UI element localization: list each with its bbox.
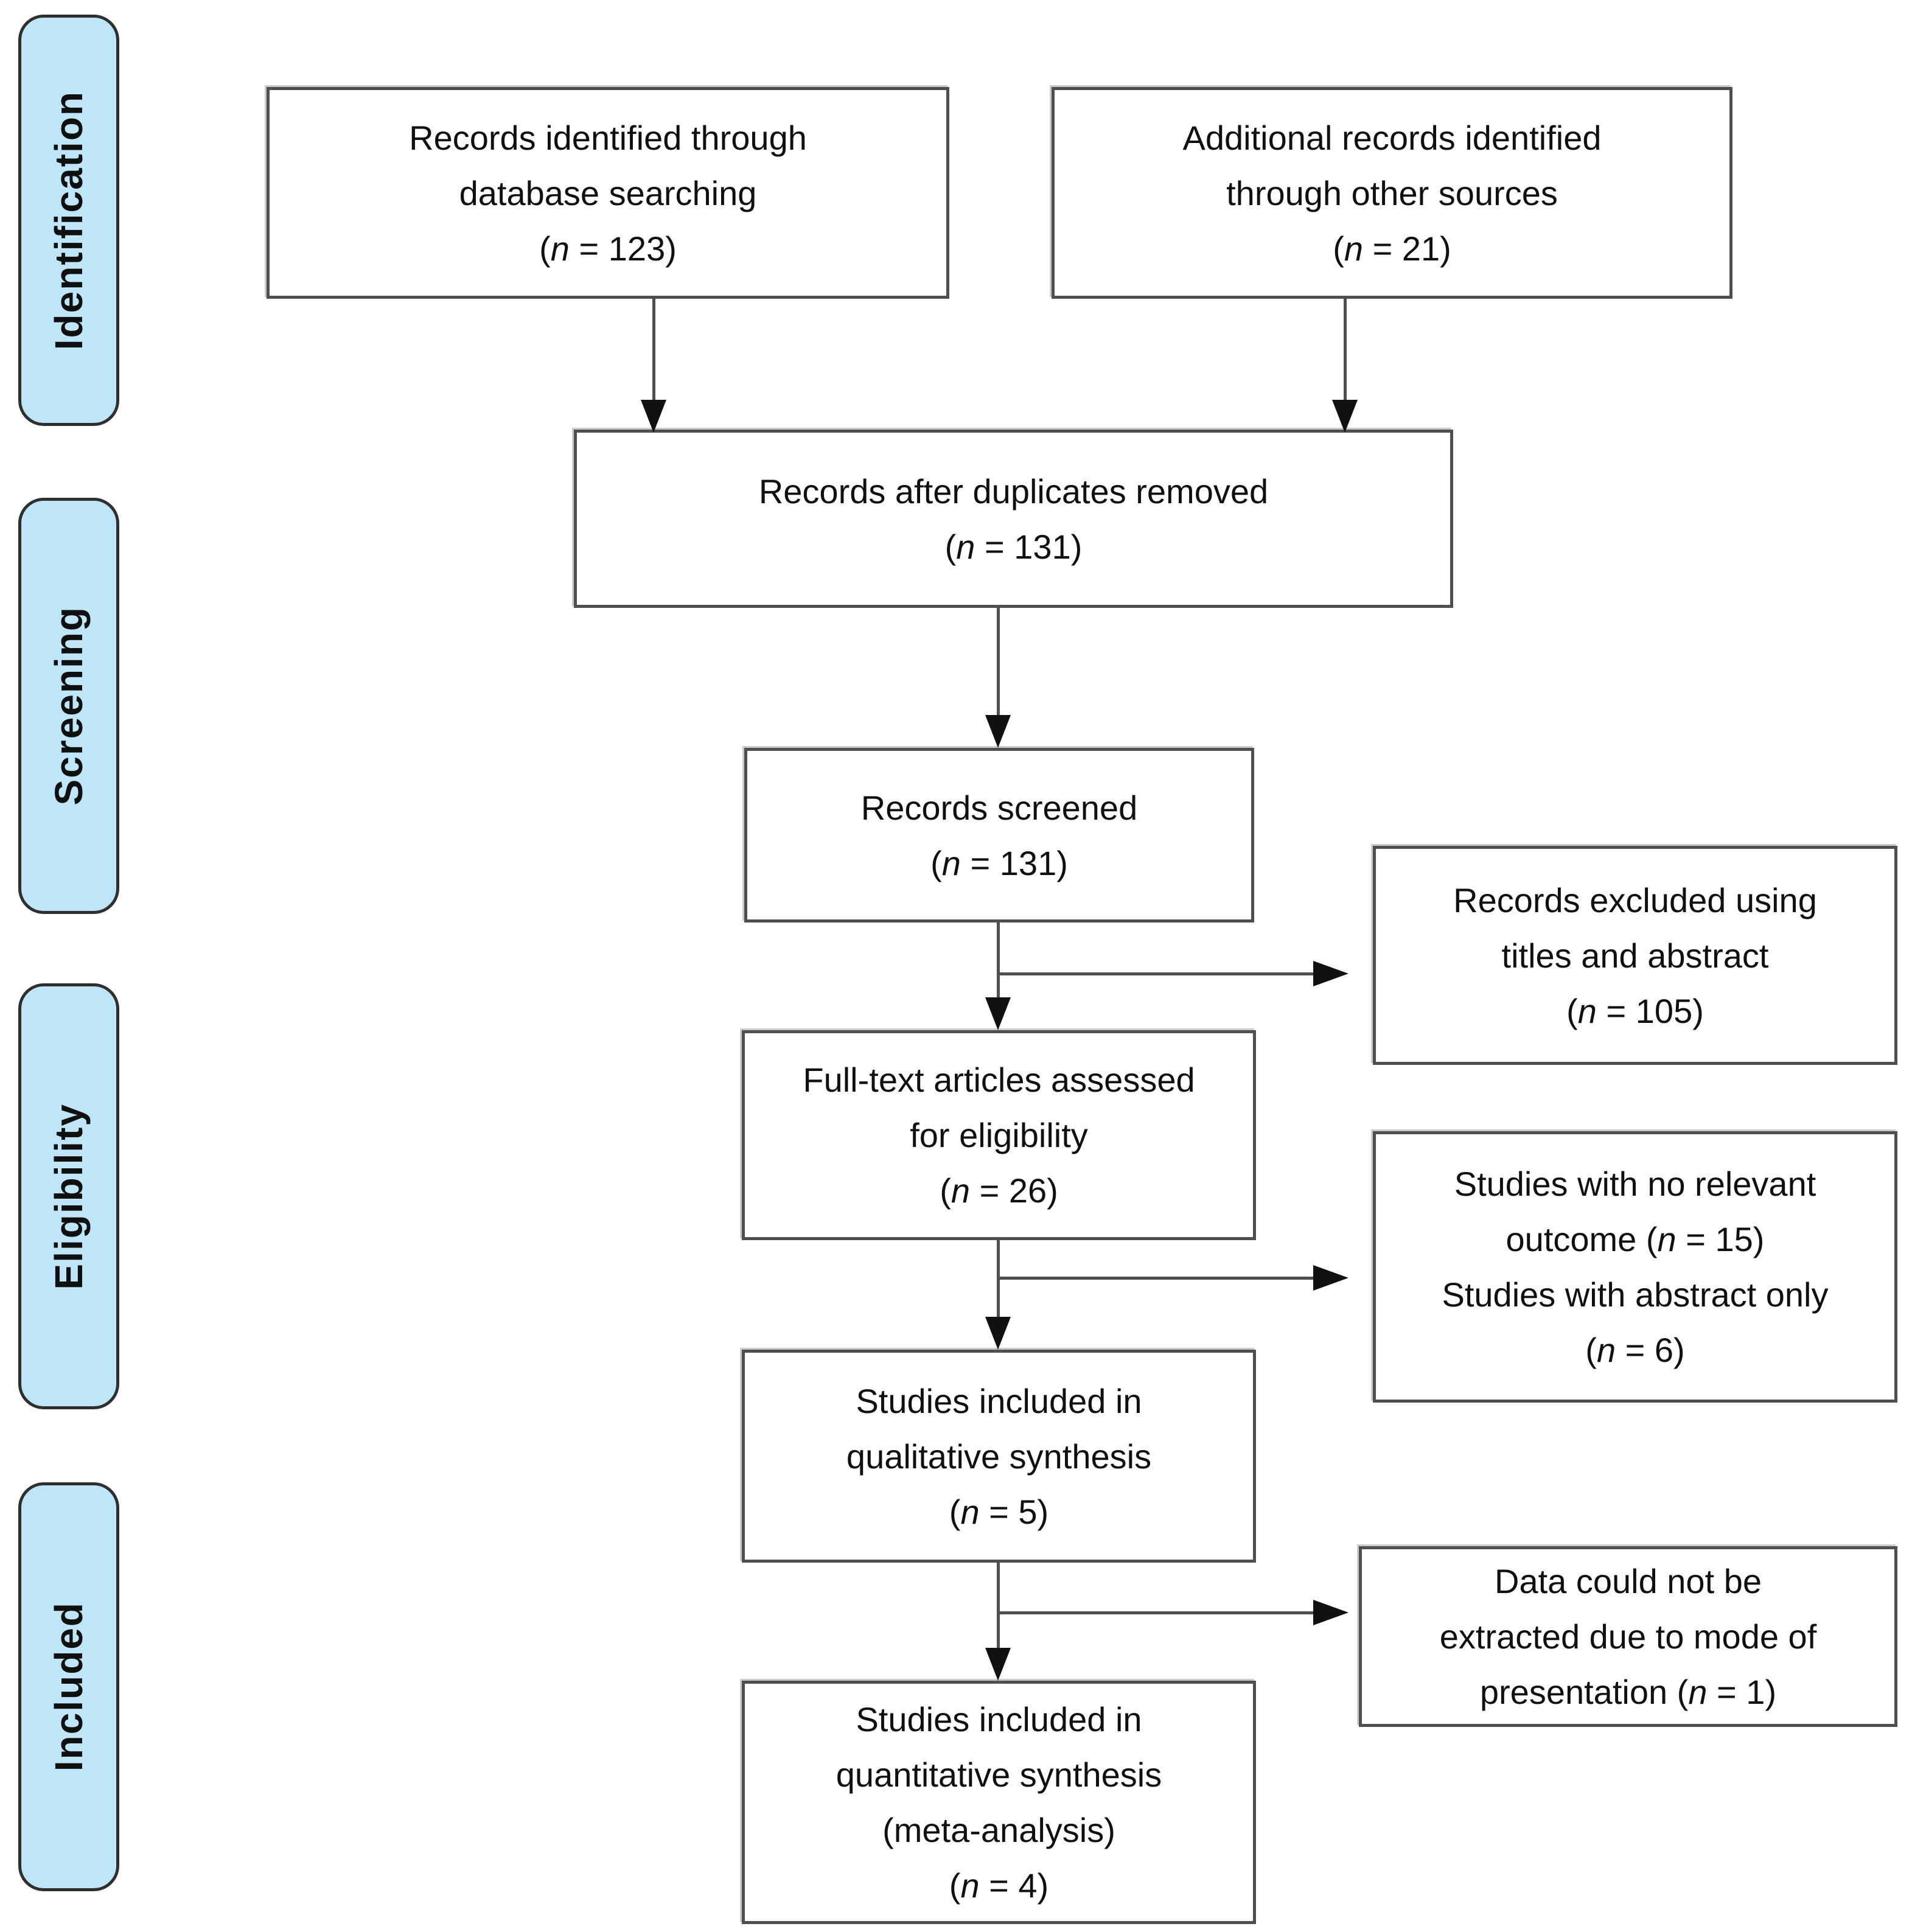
box-text-line: Studies with no relevant [1454, 1165, 1816, 1203]
arrow-down-icon [1332, 400, 1358, 433]
phase-pill-eligibility: Eligibility [18, 983, 119, 1409]
count-line: (n = 105) [1566, 991, 1704, 1030]
phase-label-identification: Identification [47, 90, 91, 350]
arrow-down-icon [985, 997, 1011, 1030]
box-text-line: Studies with abstract only [1442, 1275, 1829, 1314]
box-text-line: outcome (n = 15) [1506, 1220, 1765, 1258]
arrow-down-icon [985, 1317, 1011, 1350]
count-line: (n = 21) [1333, 229, 1451, 268]
connector-fulltext-to-exclusion-reasons [997, 1277, 1313, 1280]
box-text-line: Full-text articles assessed [803, 1061, 1195, 1099]
node-records-other-sources: Additional records identified through ot… [1052, 87, 1732, 299]
node-records-screened: Records screened (n = 131) [744, 748, 1254, 922]
box-text-line: Studies included in [856, 1700, 1142, 1738]
box-text-line: (meta-analysis) [882, 1811, 1115, 1849]
box-text-line: titles and abstract [1501, 936, 1769, 975]
connector-qualitative-to-quantitative [997, 1563, 1000, 1649]
box-text-line: Records screened [860, 788, 1138, 827]
phase-label-screening: Screening [47, 606, 91, 806]
connector-qualitative-to-not-extracted [997, 1611, 1313, 1614]
box-text-line: qualitative synthesis [846, 1437, 1152, 1476]
node-records-after-duplicates-removed: Records after duplicates removed (n = 13… [574, 430, 1453, 608]
arrow-down-icon [985, 715, 1011, 748]
arrow-right-icon [1313, 1600, 1349, 1625]
count-line: (n = 131) [930, 843, 1068, 882]
node-records-excluded: Records excluded using titles and abstra… [1373, 846, 1897, 1065]
node-fulltext-assessed: Full-text articles assessed for eligibil… [742, 1030, 1256, 1240]
node-quantitative-synthesis: Studies included in quantitative synthes… [742, 1681, 1256, 1924]
box-text-line: through other sources [1226, 173, 1558, 212]
box-text-line: for eligibility [910, 1116, 1088, 1154]
connector-dedup-to-screened [997, 608, 1000, 716]
count-line: (n = 6) [1585, 1331, 1685, 1369]
phase-label-eligibility: Eligibility [47, 1103, 91, 1290]
node-data-not-extracted: Data could not be extracted due to mode … [1359, 1546, 1897, 1727]
arrow-down-icon [985, 1648, 1011, 1681]
box-text-line: Records excluded using [1453, 881, 1817, 919]
connector-other-to-dedup [1344, 299, 1347, 402]
box-text-line: extracted due to mode of [1439, 1617, 1817, 1656]
phase-pill-screening: Screening [18, 498, 119, 914]
box-text-line: database searching [459, 173, 757, 212]
count-line: (n = 26) [940, 1171, 1058, 1210]
node-qualitative-synthesis: Studies included in qualitative synthesi… [742, 1350, 1256, 1563]
node-records-identified-database: Records identified through database sear… [267, 87, 949, 299]
count-line: (n = 4) [949, 1866, 1049, 1905]
box-text-line: Data could not be [1495, 1562, 1762, 1600]
arrow-right-icon [1313, 961, 1349, 986]
connector-screened-to-fulltext [997, 922, 1000, 999]
box-text-line: Additional records identified [1182, 118, 1602, 157]
box-text-line: quantitative synthesis [836, 1756, 1162, 1794]
phase-pill-included: Included [18, 1482, 119, 1891]
phase-pill-identification: Identification [18, 15, 119, 426]
count-line: presentation (n = 1) [1479, 1673, 1777, 1711]
connector-database-to-dedup [652, 299, 655, 402]
phase-label-included: Included [47, 1602, 91, 1772]
box-text-line: Records after duplicates removed [758, 472, 1269, 511]
node-fulltext-exclusion-reasons: Studies with no relevant outcome (n = 15… [1373, 1131, 1897, 1403]
count-line: (n = 131) [944, 527, 1083, 566]
connector-screened-to-excluded [997, 972, 1313, 975]
arrow-down-icon [641, 400, 666, 433]
arrow-right-icon [1313, 1265, 1349, 1291]
box-text-line: Records identified through [409, 118, 807, 157]
count-line: (n = 5) [949, 1492, 1049, 1531]
box-text-line: Studies included in [856, 1381, 1142, 1420]
count-line: (n = 123) [539, 229, 677, 268]
